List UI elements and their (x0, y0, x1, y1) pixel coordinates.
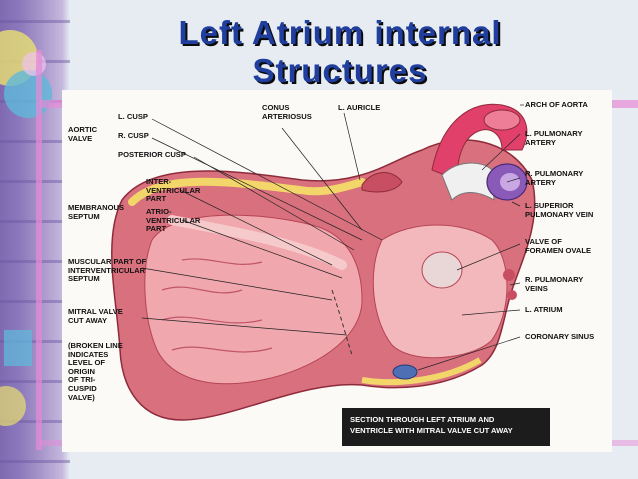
label-l-atrium: L. ATRIUM (525, 305, 563, 314)
pulmonary-artery (441, 162, 495, 201)
trabeculae (161, 258, 273, 353)
leader-lines (141, 104, 524, 371)
label-l-superior-pulmonary-vein: L. SUPERIOR PULMONARY VEIN (525, 201, 594, 219)
aorta-opening (483, 109, 521, 131)
epicardial-fat (128, 177, 366, 206)
label-aortic-valve: AORTIC VALVE (68, 125, 98, 143)
label-coronary-sinus: CORONARY SINUS (525, 332, 595, 341)
label-r-pulmonary-artery: R. PULMONARY ARTERY (525, 169, 584, 187)
foramen-ovale (421, 251, 463, 289)
label-interventricular-part: INTER- VENTRICULAR PART (146, 177, 201, 204)
tricuspid-origin-broken-line (331, 289, 353, 356)
label-atrioventricular-part: ATRIO- VENTRICULAR PART (146, 207, 201, 234)
label-l-pulmonary-artery: L. PULMONARY ARTERY (525, 129, 583, 147)
label-mitral-valve: MITRAL VALVE CUT AWAY (68, 307, 123, 325)
label-broken-line-note: (BROKEN LINE INDICATES LEVEL OF ORIGIN O… (68, 341, 123, 402)
epicardial-fat-lower (361, 357, 482, 386)
heart-section-illustration: L. CUSP AORTIC VALVE R. CUSP POSTERIOR C… (62, 90, 612, 452)
right-pulmonary-vein-stub-2 (507, 290, 517, 300)
pulmonary-vein-lumen (500, 173, 520, 191)
label-membranous-septum: MEMBRANOUS SEPTUM (68, 203, 125, 221)
left-atrium-cavity (372, 224, 508, 359)
interventricular-septum (167, 215, 347, 270)
label-posterior-cusp: POSTERIOR CUSP (118, 150, 186, 159)
heart-drawing (111, 103, 536, 421)
label-valve-foramen-ovale: VALVE OF FORAMEN OVALE (525, 237, 592, 255)
label-arch-of-aorta: ARCH OF AORTA (525, 100, 588, 109)
label-l-auricle: L. AURICLE (338, 103, 381, 112)
label-conus-arteriosus: CONUS ARTERIOSUS (262, 103, 312, 121)
left-ventricle-cavity (144, 214, 363, 385)
label-r-pulmonary-veins: R. PULMONARY VEINS (525, 275, 584, 293)
decorative-left-band (0, 0, 70, 479)
figure-caption: SECTION THROUGH LEFT ATRIUM AND VENTRICL… (342, 408, 550, 446)
left-auricle (361, 172, 403, 193)
coronary-sinus-vessel (392, 364, 418, 380)
slide-title: Left Atrium internal Structures (90, 14, 590, 90)
label-l-cusp: L. CUSP (118, 112, 148, 121)
label-r-cusp: R. CUSP (118, 131, 149, 140)
label-muscular-part-septum: MUSCULAR PART OF INTERVENTRICULAR SEPTUM (68, 257, 147, 284)
right-pulmonary-vein-stub (503, 269, 515, 281)
decorative-pink-strip (36, 50, 42, 450)
slide-title-line-1: Left Atrium internal (178, 14, 502, 51)
slide-title-line-2: Structures (252, 52, 428, 89)
